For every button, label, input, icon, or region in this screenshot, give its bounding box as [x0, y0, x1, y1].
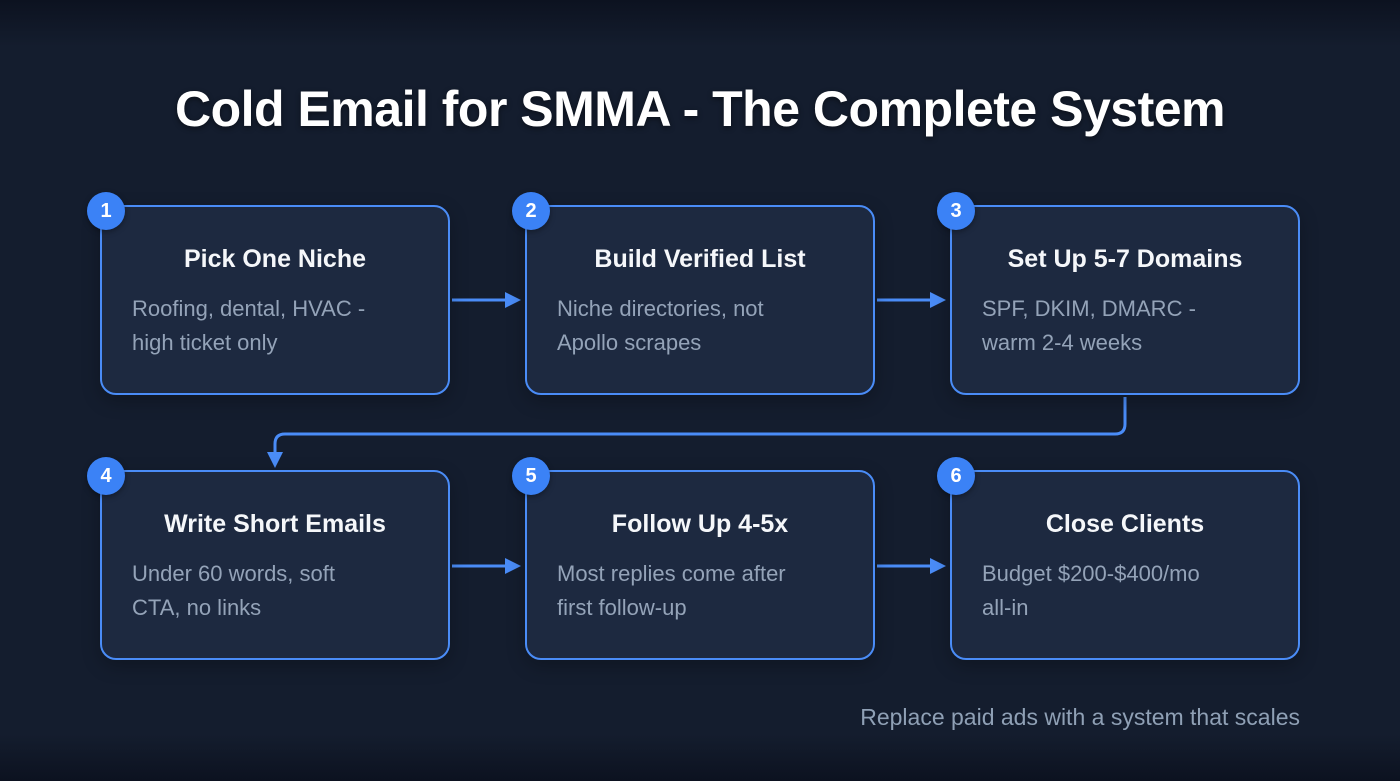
step-number-badge: 3: [937, 192, 975, 230]
step-box-4: 4 Write Short Emails Under 60 words, sof…: [87, 457, 450, 660]
step-description: Budget $200-$400/mo all-in: [982, 561, 1200, 620]
step-number-badge: 4: [87, 457, 125, 495]
step-number-badge: 6: [937, 457, 975, 495]
step-description: Most replies come after first follow-up: [557, 561, 786, 620]
step-title: Build Verified List: [594, 245, 806, 273]
step-description: Under 60 words, soft CTA, no links: [132, 561, 335, 620]
step-description: SPF, DKIM, DMARC - warm 2-4 weeks: [982, 296, 1196, 355]
arrowhead-step4-step5-icon: [505, 558, 521, 574]
step-box-3: 3 Set Up 5-7 Domains SPF, DKIM, DMARC - …: [937, 192, 1300, 395]
arrowhead-step3-step4-icon: [267, 452, 283, 468]
step-title: Close Clients: [1045, 510, 1205, 538]
step-title: Write Short Emails: [164, 510, 386, 538]
step-title: Set Up 5-7 Domains: [1007, 245, 1243, 273]
step-number-badge: 5: [512, 457, 550, 495]
step-box-6: 6 Close Clients Budget $200-$400/mo all-…: [937, 457, 1300, 660]
step-number-badge: 1: [87, 192, 125, 230]
step-description: Niche directories, not Apollo scrapes: [557, 296, 764, 355]
step-title: Follow Up 4-5x: [611, 510, 789, 538]
arrow-step3-step4-icon: [273, 397, 1127, 452]
arrowhead-step2-step3-icon: [930, 292, 946, 308]
step-description: Roofing, dental, HVAC - high ticket only: [132, 296, 366, 355]
step-number-badge: 2: [512, 192, 550, 230]
step-box-2: 2 Build Verified List Niche directories,…: [512, 192, 875, 395]
step-box-1: 1 Pick One Niche Roofing, dental, HVAC -…: [87, 192, 450, 395]
arrowhead-step5-step6-icon: [930, 558, 946, 574]
step-title: Pick One Niche: [183, 245, 367, 273]
page-title: Cold Email for SMMA - The Complete Syste…: [174, 81, 1226, 137]
footer-tagline: Replace paid ads with a system that scal…: [860, 704, 1300, 730]
arrowhead-step1-step2-icon: [505, 292, 521, 308]
step-box-5: 5 Follow Up 4-5x Most replies come after…: [512, 457, 875, 660]
